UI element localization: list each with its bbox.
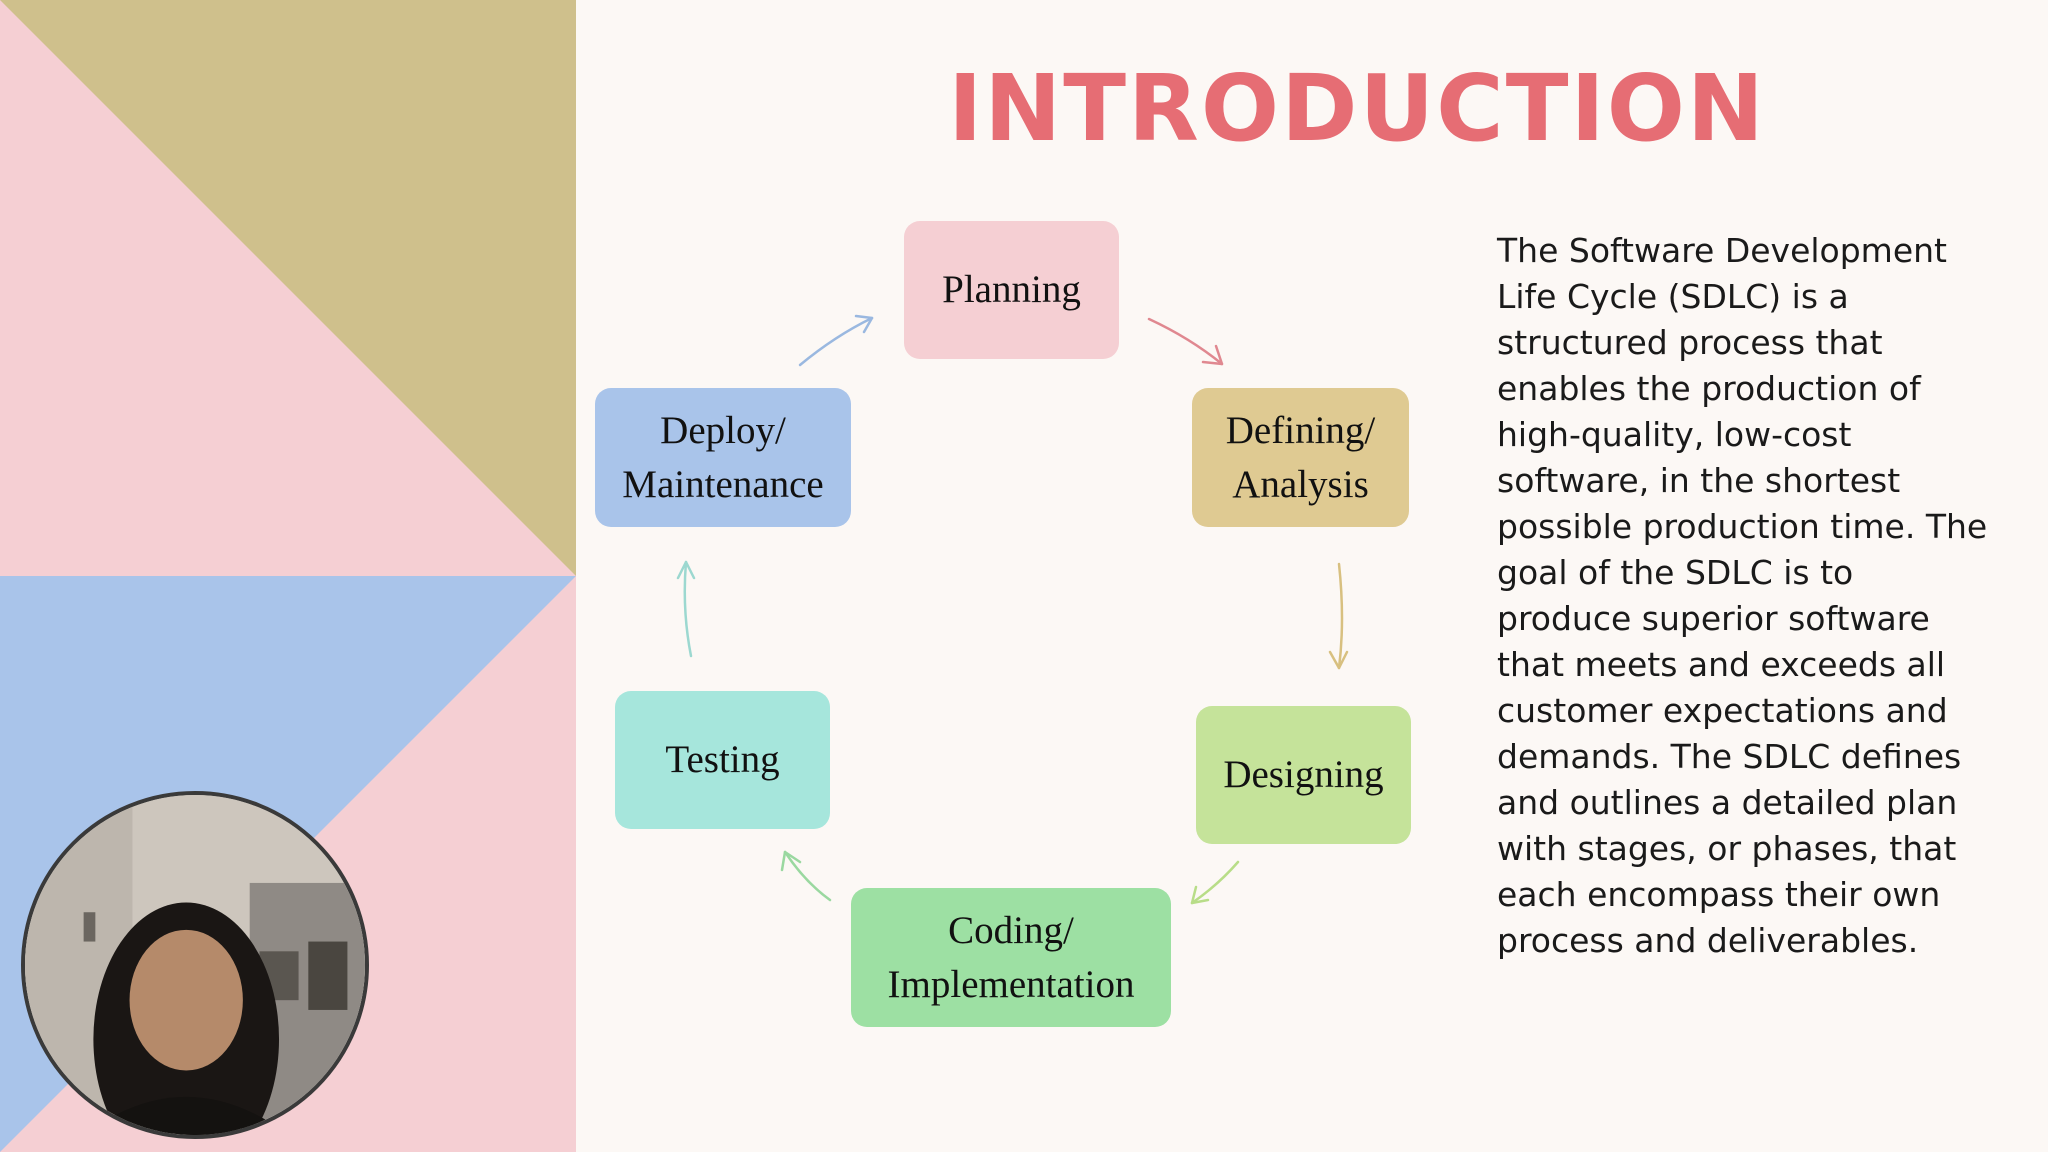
arrow-designing-to-coding — [1190, 860, 1240, 905]
arrow-defining-to-designing — [1328, 562, 1349, 670]
panel-gold-triangle — [0, 0, 576, 576]
slide-title: INTRODUCTION — [948, 55, 1766, 162]
arrow-deploy-to-planning — [798, 314, 874, 367]
arrow-testing-to-deploy — [676, 560, 696, 658]
decorative-panel — [0, 0, 576, 1152]
arrow-coding-to-testing — [780, 850, 832, 902]
stage-testing: Testing — [615, 691, 830, 829]
stage-designing: Designing — [1196, 706, 1411, 844]
presenter-video-frame — [25, 795, 365, 1135]
stage-planning: Planning — [904, 221, 1119, 359]
presenter-webcam — [21, 791, 369, 1139]
stage-defining-analysis: Defining/ Analysis — [1192, 388, 1409, 527]
sdlc-description: The Software Development Life Cycle (SDL… — [1497, 231, 1988, 960]
arrow-planning-to-defining — [1147, 317, 1224, 366]
stage-coding-implementation: Coding/ Implementation — [851, 888, 1171, 1027]
stage-deploy-maintenance: Deploy/ Maintenance — [595, 388, 851, 527]
